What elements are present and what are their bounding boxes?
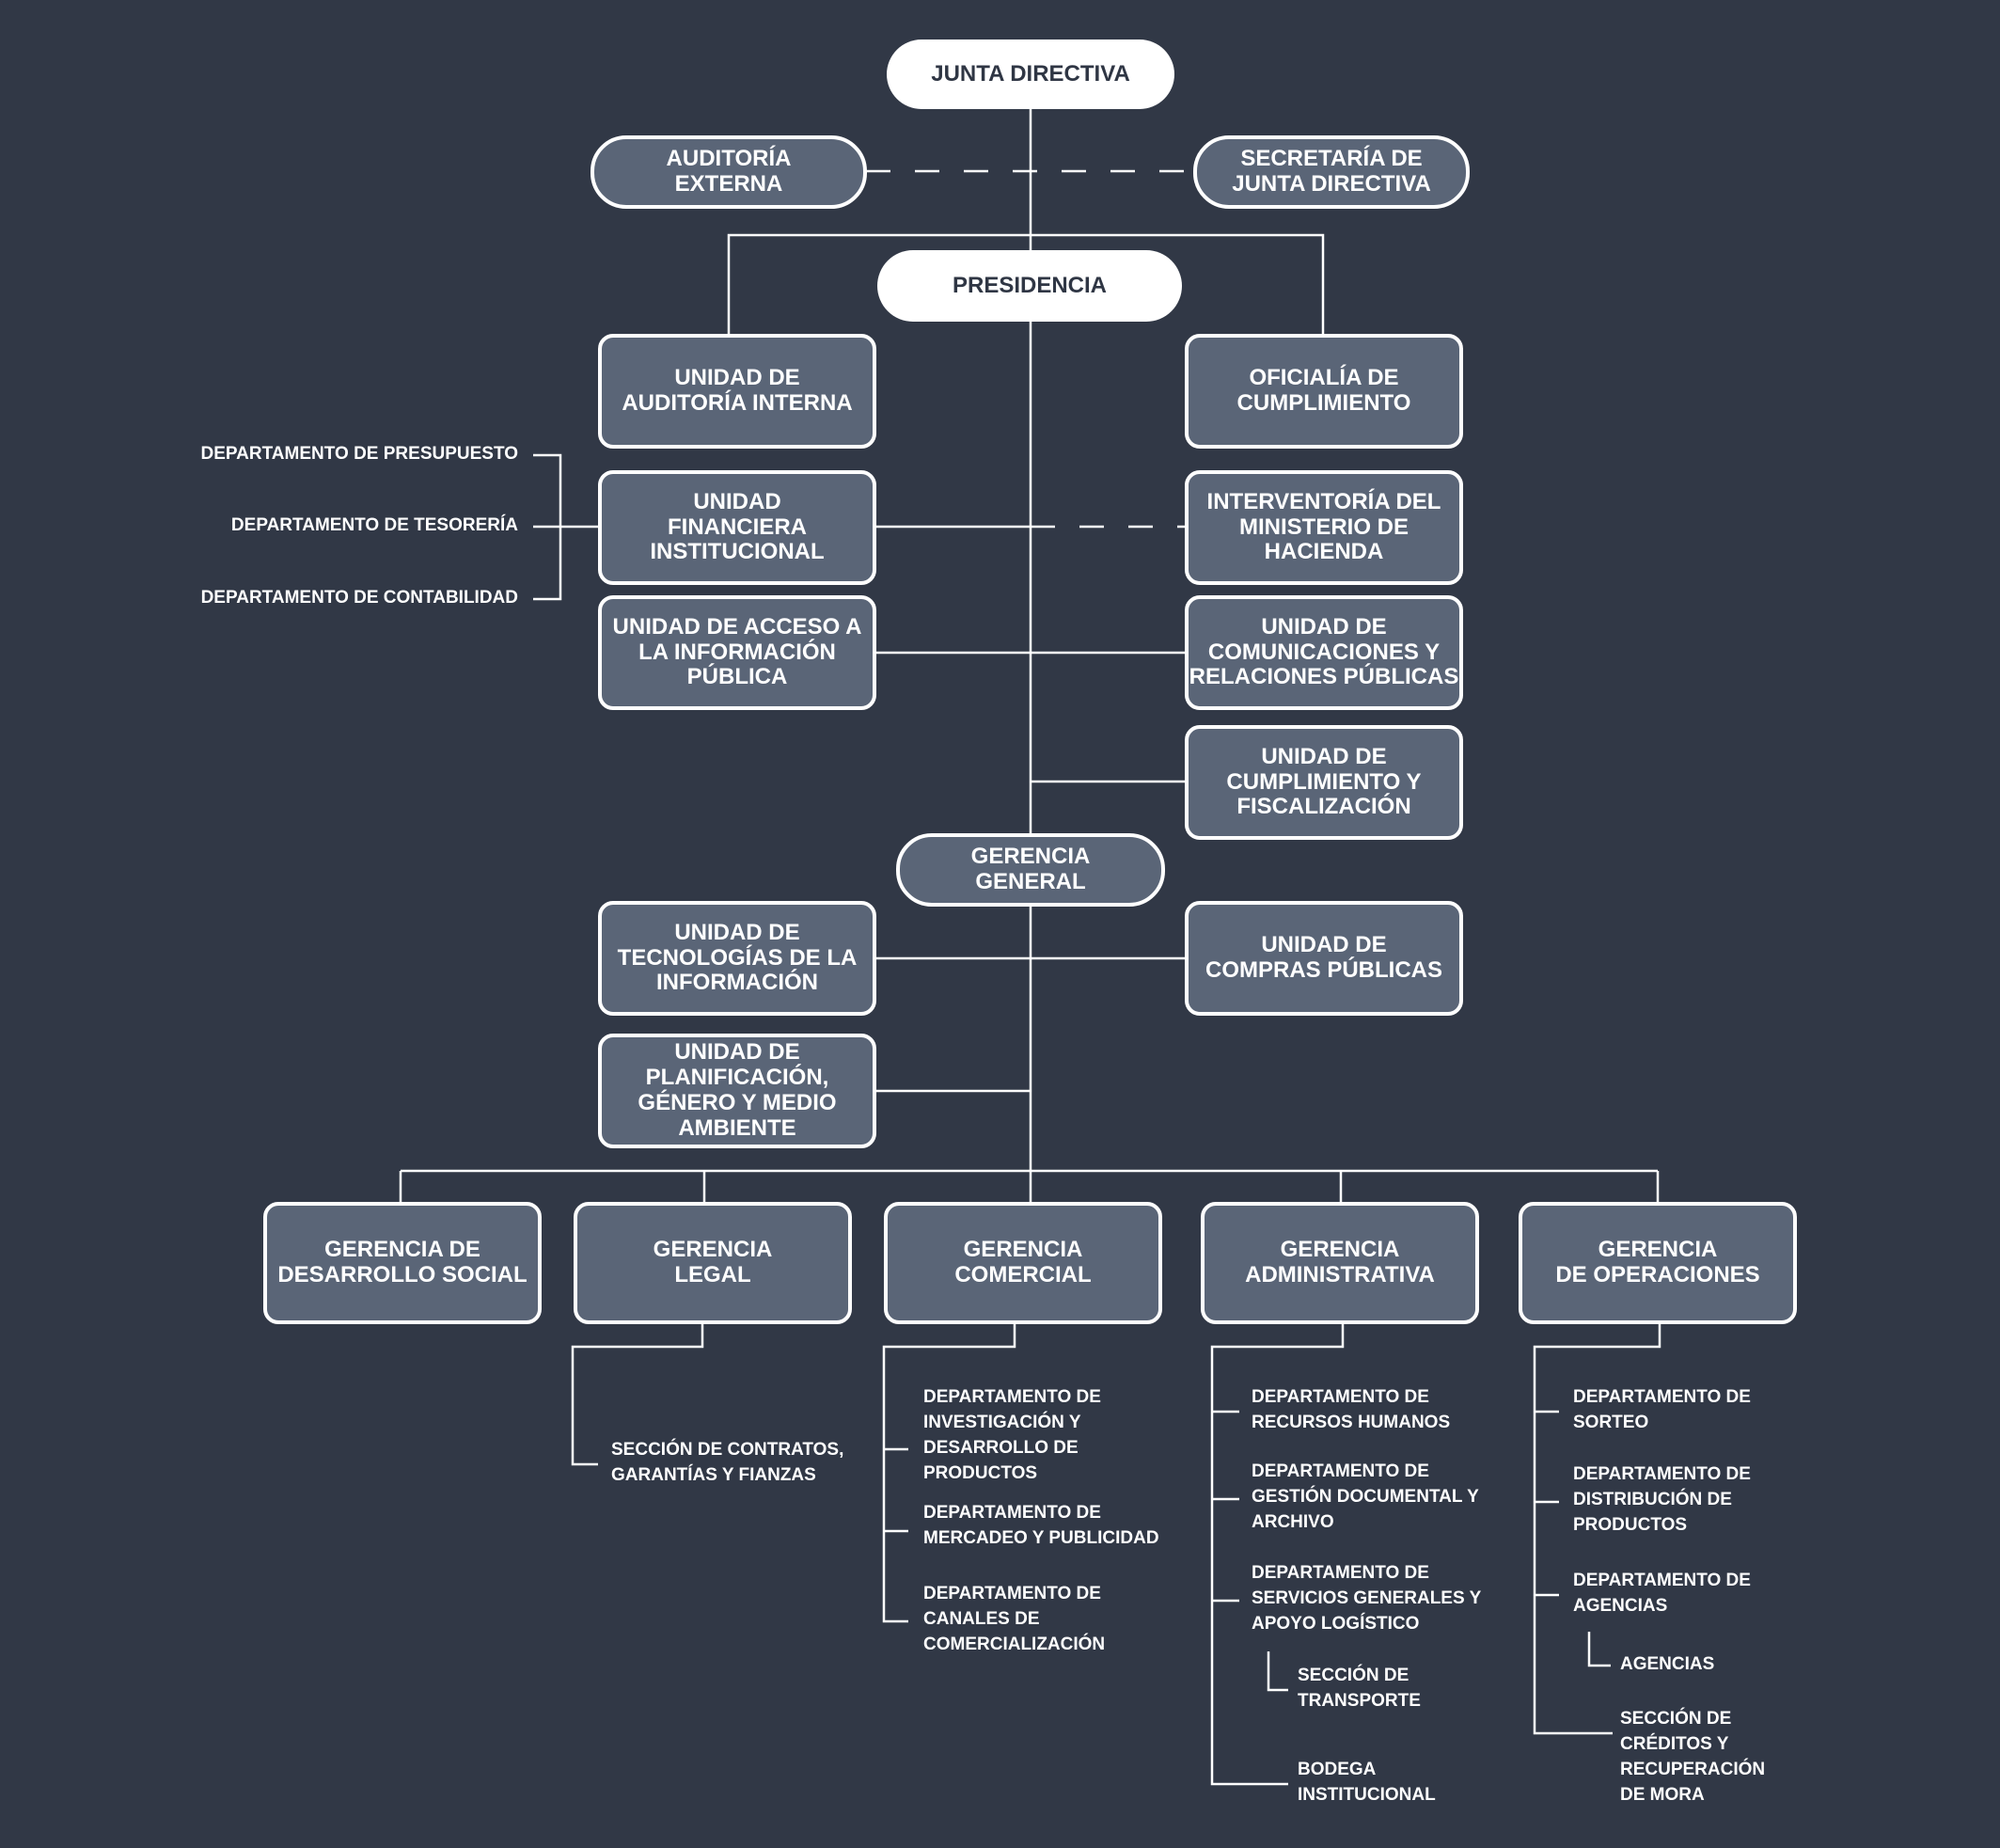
bodega-institucional-label: BODEGA INSTITUCIONAL xyxy=(1298,1760,1436,1805)
comunicaciones-node: UNIDAD DE COMUNICACIONES Y RELACIONES PÚ… xyxy=(1185,595,1463,710)
oficialia-cumplimiento-node: OFICIALÍA DE CUMPLIMIENTO xyxy=(1185,334,1463,449)
dept-tesoreria-label: DEPARTAMENTO DE TESORERÍA xyxy=(230,515,518,535)
planificacion-node: UNIDAD DE PLANIFICACIÓN, GÉNERO Y MEDIO … xyxy=(598,1034,876,1148)
auditoria-interna-node: UNIDAD DE AUDITORÍA INTERNA xyxy=(598,334,876,449)
gerencia-administrativa-node: GERENCIA ADMINISTRATIVA xyxy=(1201,1202,1479,1324)
dept-agencias-label: DEPARTAMENTO DE AGENCIAS xyxy=(1573,1571,1751,1616)
dept-recursos-humanos-label: DEPARTAMENTO DE RECURSOS HUMANOS xyxy=(1252,1387,1451,1432)
gerencia-legal-node: GERENCIA LEGAL xyxy=(574,1202,852,1324)
seccion-transporte-label: SECCIÓN DE TRANSPORTE xyxy=(1298,1666,1421,1711)
tecnologias-informacion-node: UNIDAD DE TECNOLOGÍAS DE LA INFORMACIÓN xyxy=(598,901,876,1016)
secretaria-junta-node: SECRETARÍA DE JUNTA DIRECTIVA xyxy=(1193,135,1470,209)
seccion-contratos-label: SECCIÓN DE CONTRATOS, GARANTÍAS Y FIANZA… xyxy=(611,1440,844,1485)
dept-contabilidad-label: DEPARTAMENTO DE CONTABILIDAD xyxy=(200,588,518,608)
seccion-creditos-label: SECCIÓN DE CRÉDITOS Y RECUPERACIÓN DE MO… xyxy=(1620,1709,1766,1805)
junta-directiva-node: JUNTA DIRECTIVA xyxy=(887,39,1174,109)
interventoria-hacienda-node: INTERVENTORÍA DEL MINISTERIO DE HACIENDA xyxy=(1185,470,1463,585)
dept-mercadeo-label: DEPARTAMENTO DE MERCADEO Y PUBLICIDAD xyxy=(923,1503,1159,1548)
dept-sorteo-label: DEPARTAMENTO DE SORTEO xyxy=(1573,1387,1751,1432)
dept-gestion-documental-label: DEPARTAMENTO DE GESTIÓN DOCUMENTAL Y ARC… xyxy=(1252,1461,1479,1532)
dept-canales-label: DEPARTAMENTO DE CANALES DE COMERCIALIZAC… xyxy=(923,1584,1106,1654)
gerencia-desarrollo-social-node: GERENCIA DE DESARROLLO SOCIAL xyxy=(263,1202,542,1324)
cumplimiento-fiscalizacion-node: UNIDAD DE CUMPLIMIENTO Y FISCALIZACIÓN xyxy=(1185,725,1463,840)
gerencia-comercial-node: GERENCIA COMERCIAL xyxy=(884,1202,1162,1324)
dept-distribucion-label: DEPARTAMENTO DE DISTRIBUCIÓN DE PRODUCTO… xyxy=(1573,1464,1751,1535)
auditoria-externa-node: AUDITORÍA EXTERNA xyxy=(591,135,867,209)
unidad-financiera-node: UNIDAD FINANCIERA INSTITUCIONAL xyxy=(598,470,876,585)
agencias-label: AGENCIAS xyxy=(1620,1654,1715,1674)
acceso-informacion-node: UNIDAD DE ACCESO A LA INFORMACIÓN PÚBLIC… xyxy=(598,595,876,710)
gerencia-operaciones-node: GERENCIA DE OPERACIONES xyxy=(1519,1202,1797,1324)
dept-presupuesto-label: DEPARTAMENTO DE PRESUPUESTO xyxy=(200,444,518,464)
dept-servicios-generales-label: DEPARTAMENTO DE SERVICIOS GENERALES Y AP… xyxy=(1252,1563,1482,1634)
dept-investigacion-label: DEPARTAMENTO DE INVESTIGACIÓN Y DESARROL… xyxy=(923,1387,1101,1483)
compras-publicas-node: UNIDAD DE COMPRAS PÚBLICAS xyxy=(1185,901,1463,1016)
presidencia-node: PRESIDENCIA xyxy=(877,250,1182,322)
gerencia-general-node: GERENCIA GENERAL xyxy=(896,833,1165,907)
